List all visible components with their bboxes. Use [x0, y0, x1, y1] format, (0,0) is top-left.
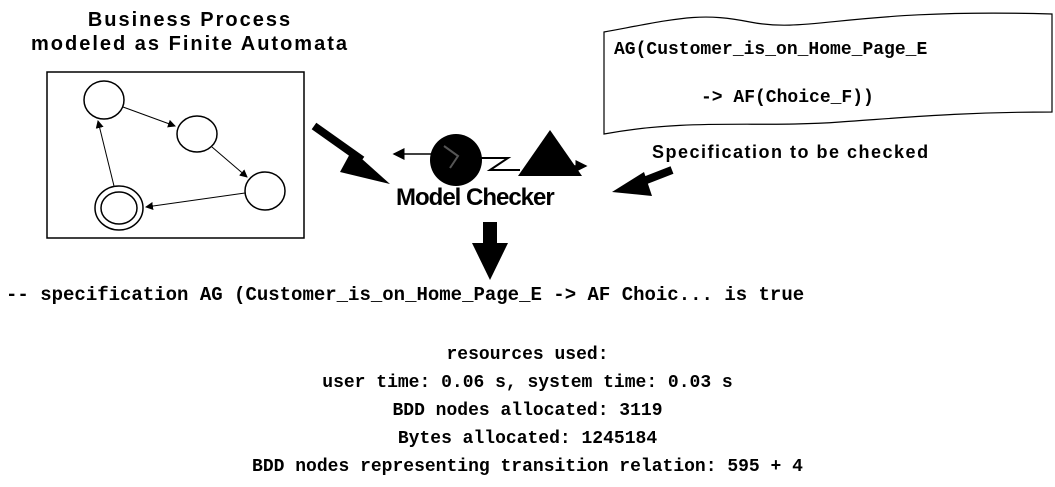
spec-formula-line1: AG(Customer_is_on_Home_Page_E: [614, 40, 928, 60]
arrow-checker-to-result-head: [472, 243, 508, 280]
transition-2-3: [211, 146, 248, 178]
cone-icon: [518, 130, 582, 176]
transition-1-2: [122, 106, 176, 128]
transition-4-1: [95, 120, 115, 187]
state-node-1: [83, 80, 125, 120]
sphere-highlight: [443, 145, 460, 169]
spec-label: Specification to be checked: [652, 142, 930, 162]
arrow-spec-to-checker-head: [612, 172, 652, 196]
resources-line-4: Bytes allocated: 1245184: [397, 429, 658, 449]
accepting-state-inner: [100, 191, 138, 225]
transition-3-4: [145, 192, 246, 210]
spec-box-outline: [603, 12, 1053, 135]
process-title: Business Process modeled as Finite Autom…: [0, 8, 380, 56]
result-line: -- specification AG (Customer_is_on_Home…: [6, 284, 805, 306]
spec-formula-line2: -> AF(Choice_F)): [701, 88, 874, 108]
model-checker-label: Model Checker: [396, 184, 555, 211]
resources-line-2: user time: 0.06 s, system time: 0.03 s: [322, 373, 733, 393]
resources-line-5: BDD nodes representing transition relati…: [252, 457, 803, 477]
arrow-automaton-to-checker-head: [340, 150, 390, 184]
state-node-3: [244, 171, 286, 211]
process-title-line1: Business Process: [87, 9, 293, 31]
resources-line-1: resources used:: [446, 345, 609, 365]
resources-line-3: BDD nodes allocated: 3119: [392, 401, 663, 421]
zigzag-icon: [480, 157, 520, 171]
state-node-2: [176, 115, 218, 153]
process-title-line2: modeled as Finite Automata: [31, 33, 349, 55]
